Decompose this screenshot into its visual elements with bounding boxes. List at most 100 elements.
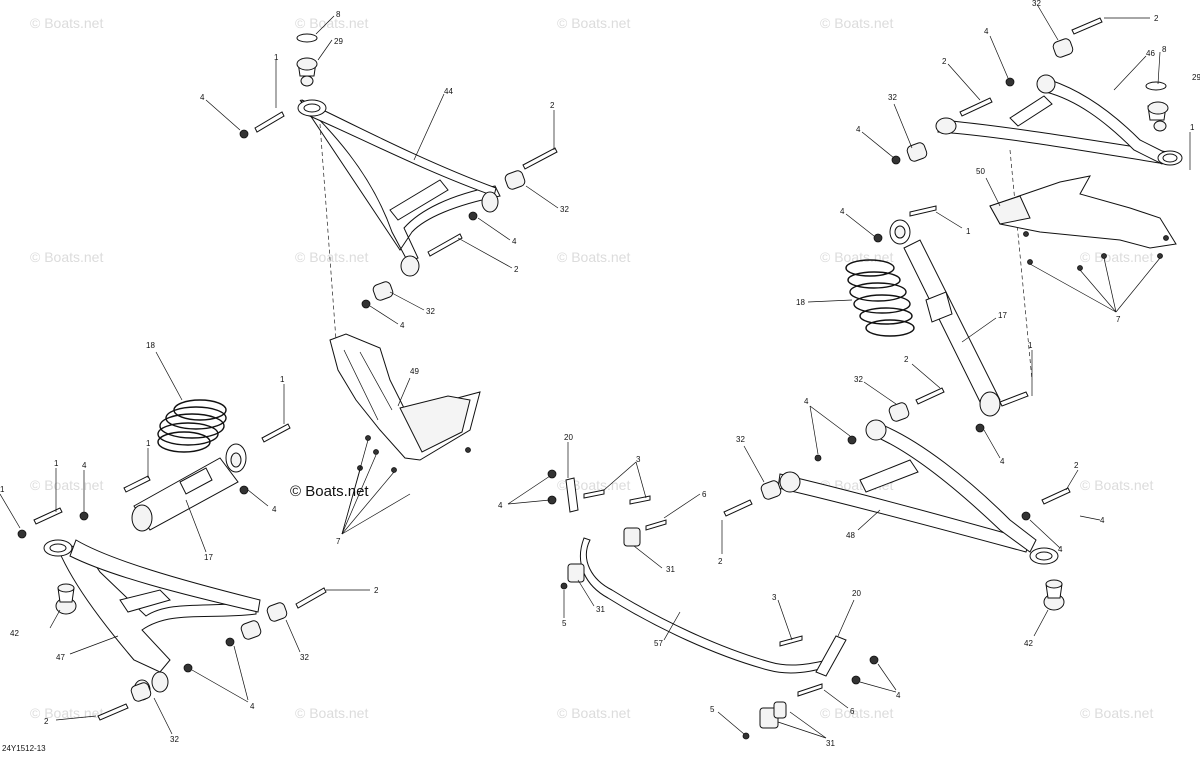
- callout-7: 7: [336, 537, 341, 546]
- watermark: © Boats.net: [30, 249, 103, 265]
- watermark: © Boats.net: [820, 249, 893, 265]
- callout-2: 2: [514, 265, 519, 274]
- sway-bar: [547, 469, 879, 740]
- callout-3: 3: [772, 593, 777, 602]
- callout-4: 4: [512, 237, 517, 246]
- callout-20: 20: [852, 589, 861, 598]
- callout-4: 4: [804, 397, 809, 406]
- callout-20: 20: [564, 433, 573, 442]
- callout-42: 42: [10, 629, 19, 638]
- watermark: © Boats.net: [820, 15, 893, 31]
- callout-3: 3: [636, 455, 641, 464]
- callout-2: 2: [1154, 14, 1159, 23]
- callout-2: 2: [44, 717, 49, 726]
- callout-46: 46: [1146, 49, 1155, 58]
- bushings-lower-left: [17, 507, 327, 721]
- shock-left: [123, 423, 291, 532]
- callout-2: 2: [374, 586, 379, 595]
- callout-4: 4: [840, 207, 845, 216]
- center-watermark: © Boats.net: [290, 483, 369, 500]
- leaders-right-shock: [807, 211, 1033, 459]
- callout-44: 44: [444, 87, 453, 96]
- callout-29: 29: [334, 37, 343, 46]
- leaders-sway-bar: [507, 442, 897, 739]
- watermark: © Boats.net: [30, 477, 103, 493]
- spring-right: [845, 259, 915, 337]
- callout-4: 4: [272, 505, 277, 514]
- watermark: © Boats.net: [1080, 249, 1153, 265]
- leaders-lower-left: [0, 468, 370, 735]
- leaders-lower-right: [721, 363, 1101, 637]
- bracket-left: [329, 333, 481, 535]
- callout-48: 48: [846, 531, 855, 540]
- callout-7: 7: [1116, 315, 1121, 324]
- callout-31: 31: [596, 605, 605, 614]
- callout-2: 2: [904, 355, 909, 364]
- watermark: © Boats.net: [295, 249, 368, 265]
- watermark: © Boats.net: [557, 15, 630, 31]
- shock-right: [873, 205, 1029, 433]
- watermark: © Boats.net: [1080, 477, 1153, 493]
- callout-2: 2: [718, 557, 723, 566]
- callout-32: 32: [560, 205, 569, 214]
- callout-1: 1: [280, 375, 285, 384]
- callout-42: 42: [1024, 639, 1033, 648]
- callout-4: 4: [856, 125, 861, 134]
- callout-5: 5: [710, 705, 715, 714]
- lower-a-arm-right: [777, 419, 1059, 565]
- callout-32: 32: [170, 735, 179, 744]
- leaders-left-shock: [147, 351, 285, 553]
- watermark: © Boats.net: [557, 705, 630, 721]
- callout-4: 4: [984, 27, 989, 36]
- callout-2: 2: [1074, 461, 1079, 470]
- callout-4: 4: [250, 702, 255, 711]
- callout-57: 57: [654, 639, 663, 648]
- callout-32: 32: [1032, 0, 1041, 8]
- callout-4: 4: [1100, 516, 1105, 525]
- callout-2: 2: [550, 101, 555, 110]
- callout-31: 31: [826, 739, 835, 748]
- callout-1: 1: [54, 459, 59, 468]
- callout-4: 4: [82, 461, 87, 470]
- watermark: © Boats.net: [30, 15, 103, 31]
- bracket-right: [985, 175, 1177, 313]
- callout-4: 4: [200, 93, 205, 102]
- ball-joint-upper-left: [296, 33, 318, 87]
- callout-4: 4: [400, 321, 405, 330]
- callout-32: 32: [854, 375, 863, 384]
- callout-18: 18: [796, 298, 805, 307]
- ball-joint-lower-left: [55, 583, 77, 615]
- bushings-upper-left: [239, 111, 558, 309]
- callout-29: 29: [1192, 73, 1200, 82]
- watermark-layer: © Boats.net © Boats.net © Boats.net © Bo…: [30, 15, 1153, 721]
- callout-32: 32: [736, 435, 745, 444]
- callout-50: 50: [976, 167, 985, 176]
- lower-a-arm-left: [43, 539, 261, 701]
- callout-32: 32: [888, 93, 897, 102]
- callout-32: 32: [426, 307, 435, 316]
- callout-1: 1: [274, 53, 279, 62]
- callout-4: 4: [1058, 545, 1063, 554]
- callout-1: 1: [146, 439, 151, 448]
- callout-1: 1: [1028, 341, 1033, 350]
- callout-8: 8: [336, 10, 341, 19]
- figure-code: 24Y1512-13: [2, 744, 46, 753]
- callout-4: 4: [1000, 457, 1005, 466]
- upper-a-arm-left: [297, 99, 501, 277]
- ball-joint-upper-right: [1145, 81, 1169, 132]
- ball-joint-lower-right: [1043, 579, 1065, 611]
- watermark: © Boats.net: [557, 249, 630, 265]
- callout-49: 49: [410, 367, 419, 376]
- callout-17: 17: [998, 311, 1007, 320]
- callout-1: 1: [966, 227, 971, 236]
- callout-4: 4: [896, 691, 901, 700]
- bushings-lower-right: [723, 387, 1071, 521]
- callout-4: 4: [498, 501, 503, 510]
- callout-17: 17: [204, 553, 213, 562]
- spring-left: [157, 399, 227, 453]
- callout-2: 2: [942, 57, 947, 66]
- watermark: © Boats.net: [820, 705, 893, 721]
- callout-18: 18: [146, 341, 155, 350]
- upper-a-arm-right: [935, 74, 1183, 166]
